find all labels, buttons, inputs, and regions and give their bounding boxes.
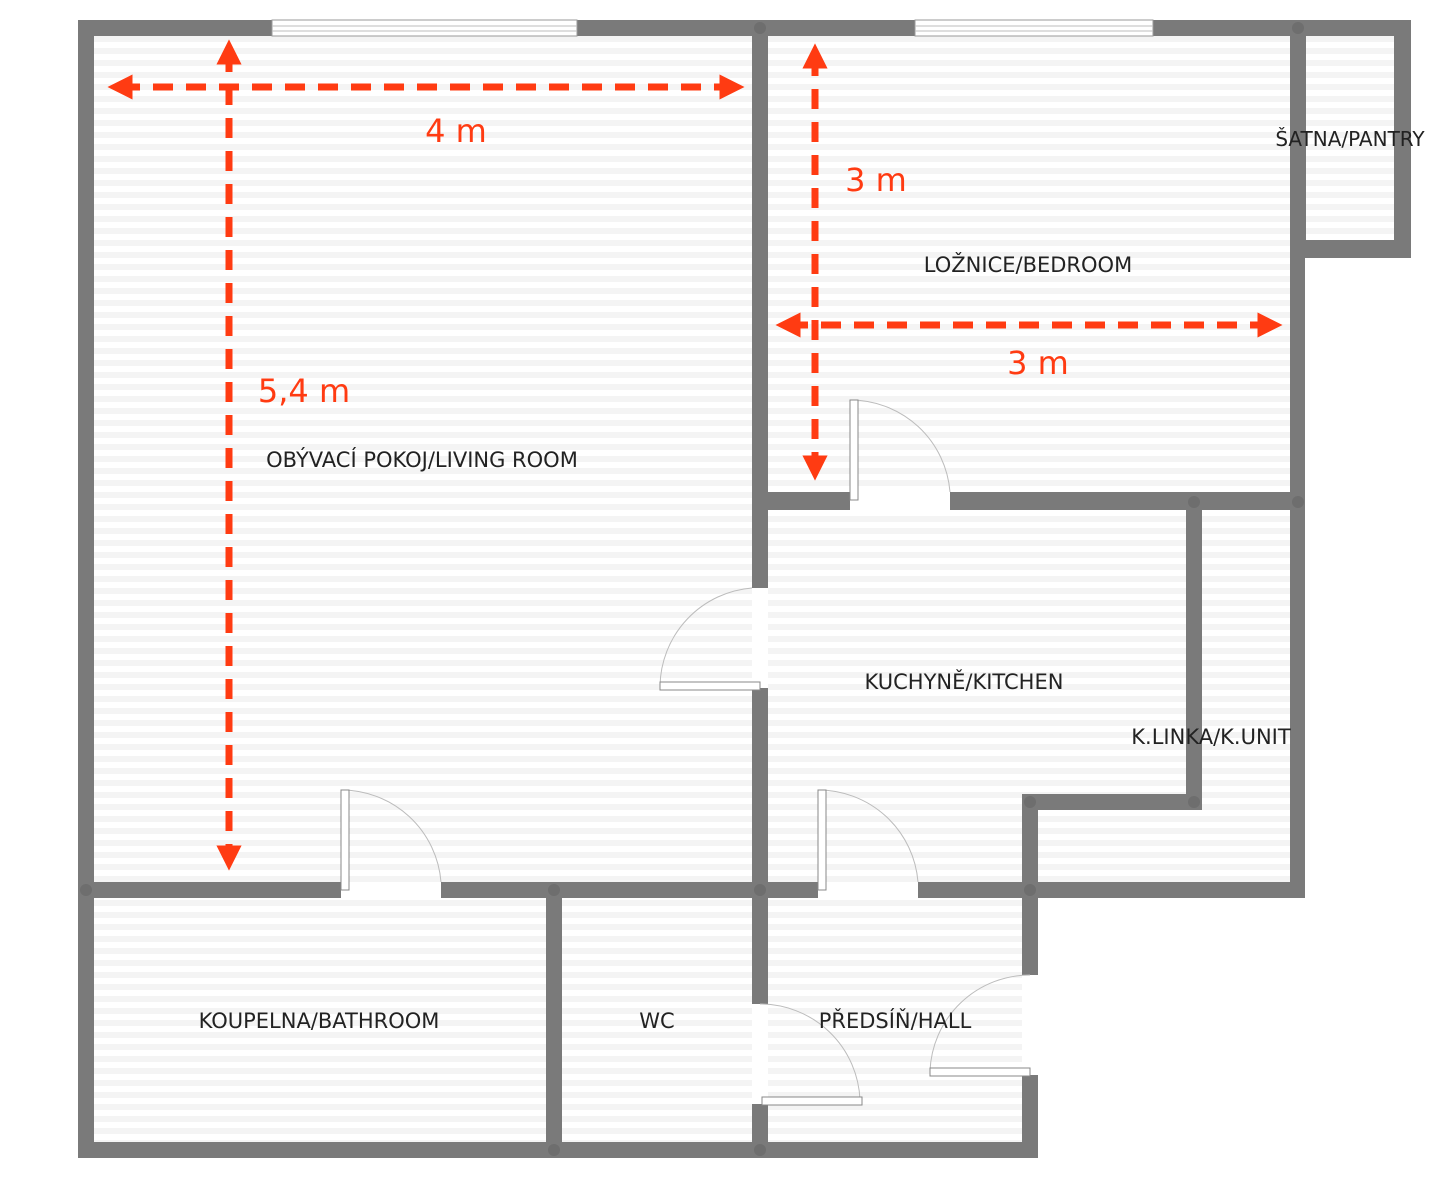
- kitchen-unit-floor: [1038, 510, 1290, 882]
- dimension-living-length: 5,4 m: [258, 372, 350, 410]
- dimension-lines: [107, 39, 1283, 871]
- door-kitchen-hall: [817, 789, 919, 898]
- wall-joints: [80, 22, 1304, 1156]
- doors: [340, 399, 1038, 1106]
- label-bathroom: KOUPELNA/BATHROOM: [199, 1009, 440, 1033]
- label-pantry: ŠATNA/PANTRY: [1275, 127, 1425, 151]
- pantry-floor: [1306, 36, 1394, 240]
- window-living: [271, 19, 578, 37]
- door-living-kitchen: [659, 587, 768, 691]
- label-kitchen: KUCHYNĚ/KITCHEN: [865, 669, 1064, 694]
- dimension-bedroom-length: 3 m: [845, 161, 907, 199]
- door-bedroom: [849, 399, 951, 510]
- door-entrance: [929, 974, 1038, 1077]
- label-bedroom: LOŽNICE/BEDROOM: [924, 252, 1132, 277]
- dimension-labels: 4 m 5,4 m 3 m 3 m: [258, 112, 1069, 410]
- wc-floor: [562, 898, 752, 1142]
- living-room-floor: [94, 36, 752, 882]
- label-kitchen-unit: K.LINKA/K.UNIT: [1131, 725, 1291, 749]
- label-hall: PŘEDSÍŇ/HALL: [819, 1008, 972, 1033]
- label-wc: WC: [639, 1009, 674, 1033]
- door-bathroom: [340, 789, 442, 898]
- kitchen-floor: [768, 510, 1186, 882]
- bathroom-floor: [94, 898, 546, 1142]
- dimension-bedroom-width: 3 m: [1007, 344, 1069, 382]
- windows: [271, 19, 1154, 37]
- door-wc: [752, 1003, 863, 1106]
- dimension-living-width: 4 m: [425, 112, 487, 150]
- label-living-room: OBÝVACÍ POKOJ/LIVING ROOM: [266, 447, 578, 472]
- window-bedroom: [914, 19, 1154, 37]
- room-labels: OBÝVACÍ POKOJ/LIVING ROOM LOŽNICE/BEDROO…: [199, 127, 1426, 1033]
